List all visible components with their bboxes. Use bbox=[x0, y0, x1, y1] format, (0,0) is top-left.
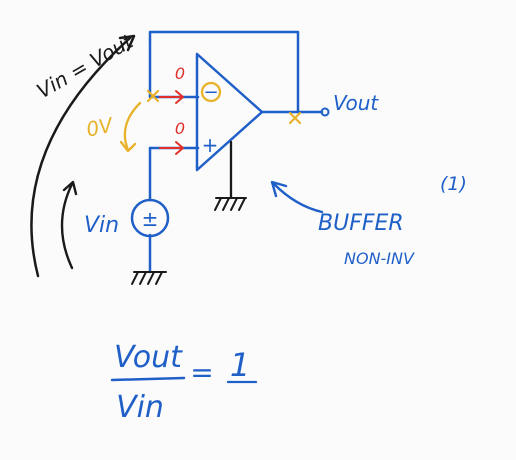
non-inv-label: NON-INV bbox=[344, 249, 415, 268]
formula-equals: = bbox=[190, 356, 213, 389]
cross-marker-inverting bbox=[146, 89, 160, 103]
formula-denominator: Vin bbox=[116, 390, 164, 425]
ground-icon bbox=[131, 271, 167, 285]
source-symbol: ± bbox=[142, 207, 159, 231]
vin-vout-arc-icon bbox=[30, 34, 136, 278]
op-amp-icon bbox=[195, 52, 264, 172]
formula-numerator: Vout bbox=[114, 340, 183, 375]
vout-label: Vout bbox=[333, 91, 379, 115]
vin-arc-icon bbox=[60, 180, 78, 270]
vin-eq-vout-label: Vin = Vout bbox=[33, 28, 138, 103]
minus-sign: − bbox=[203, 82, 218, 103]
buffer-note: (1) bbox=[440, 173, 467, 195]
zero-volt-label: 0V bbox=[84, 112, 116, 141]
cross-marker-output bbox=[288, 111, 302, 125]
zero-volt-arrow-icon bbox=[119, 101, 142, 153]
output-terminal bbox=[320, 107, 330, 117]
buffer-arrow-icon bbox=[270, 180, 324, 214]
red-arrow-noninverting bbox=[159, 141, 184, 155]
fraction-bar bbox=[110, 376, 186, 382]
feedback-wire bbox=[148, 30, 300, 114]
red-zero-bottom: 0 bbox=[175, 119, 185, 138]
red-arrow-inverting bbox=[159, 90, 184, 104]
vin-label: Vin bbox=[84, 213, 119, 238]
plus-sign: + bbox=[202, 133, 219, 157]
buffer-label: BUFFER bbox=[318, 211, 404, 236]
minus-circle bbox=[200, 81, 222, 103]
formula-value: 1 bbox=[230, 346, 250, 384]
voltage-source-icon bbox=[130, 198, 170, 238]
red-zero-top: 0 bbox=[175, 64, 185, 83]
op-amp-ground-icon bbox=[214, 197, 247, 211]
